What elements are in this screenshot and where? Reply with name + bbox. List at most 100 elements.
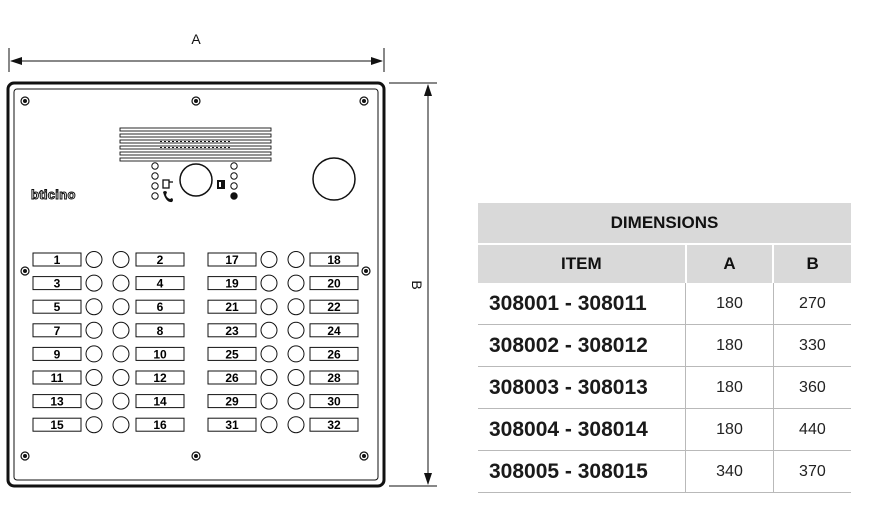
push-button-icon [112,345,130,363]
round-module [312,157,356,201]
call-button[interactable]: 25 [207,345,278,363]
push-button-icon [287,345,305,363]
call-button[interactable]: 19 [207,274,278,292]
call-button[interactable]: 23 [207,321,278,339]
call-button[interactable]: 16 [112,416,185,434]
push-button-icon [85,392,103,410]
table-row: 308002 - 308012 180 330 [478,324,851,367]
push-button-icon [287,251,305,268]
call-button[interactable]: 30 [287,392,359,410]
camera-module [151,162,238,203]
value-a: 180 [685,324,774,367]
screw-icon [359,451,369,461]
call-button[interactable]: 17 [207,251,278,268]
call-button[interactable]: 26 [207,369,278,386]
call-button-label: 23 [225,324,239,338]
table-row: 308004 - 308014 180 440 [478,408,851,451]
call-button[interactable]: 14 [112,392,185,410]
call-button[interactable]: 21 [207,298,278,316]
push-button-icon [260,251,278,268]
push-button-icon [260,321,278,339]
call-button[interactable]: 28 [287,369,359,386]
call-button[interactable]: 22 [287,298,359,316]
camera-lens-icon [179,163,213,197]
value-b: 370 [772,450,851,493]
push-button-icon [112,251,130,268]
screw-icon [191,451,201,461]
call-button-label: 1 [54,253,61,267]
call-button[interactable]: 10 [112,345,185,363]
push-button-icon [287,298,305,316]
dimension-b-label: B [409,280,425,289]
push-button-icon [287,274,305,292]
call-button-label: 4 [157,277,164,291]
call-button-label: 15 [50,418,64,432]
item-code: 308005 - 308015 [478,450,686,493]
call-button-label: 7 [54,324,61,338]
call-button[interactable]: 13 [32,392,103,410]
value-b: 360 [772,366,851,409]
push-button-icon [112,321,130,339]
value-a: 180 [685,283,774,325]
call-button[interactable]: 32 [287,416,359,434]
call-button-label: 10 [153,347,167,361]
header-a: A [684,244,774,283]
push-button-icon [85,369,103,386]
call-button-label: 14 [153,395,167,409]
call-button[interactable]: 15 [32,416,103,434]
call-button-label: 19 [225,277,239,291]
push-button-icon [85,251,103,268]
call-button-label: 5 [54,300,61,314]
push-button-icon [85,416,103,434]
call-button[interactable]: 12 [112,369,185,386]
push-button-icon [85,298,103,316]
value-b: 330 [772,324,851,367]
call-button[interactable]: 1 [32,251,103,268]
screw-icon [20,96,30,106]
push-button-icon [260,369,278,386]
call-button-label: 20 [327,277,341,291]
call-button[interactable]: 11 [32,369,103,386]
call-button[interactable]: 29 [207,392,278,410]
call-button[interactable]: 6 [112,298,185,316]
screw-icon [361,266,371,276]
value-b: 270 [772,283,851,325]
push-button-icon [85,321,103,339]
call-button-label: 26 [327,347,341,361]
value-a: 180 [685,408,774,451]
call-button[interactable]: 9 [32,345,103,363]
call-button-label: 17 [225,253,239,267]
screw-icon [359,96,369,106]
table-title: DIMENSIONS [478,203,851,245]
value-a: 180 [685,366,774,409]
call-button[interactable]: 5 [32,298,103,316]
brand-logo: bticino [31,187,76,202]
door-status-icon [217,180,225,189]
call-button[interactable]: 18 [287,251,359,268]
call-button[interactable]: 8 [112,321,185,339]
table-row: 308005 - 308015 340 370 [478,450,851,493]
call-button[interactable]: 7 [32,321,103,339]
call-button[interactable]: 20 [287,274,359,292]
push-button-icon [85,345,103,363]
call-button[interactable]: 26 [287,345,359,363]
call-button-label: 13 [50,395,64,409]
call-button-label: 12 [153,371,167,385]
call-button-label: 18 [327,253,341,267]
call-button-label: 21 [225,300,239,314]
call-button[interactable]: 4 [112,274,185,292]
call-button-label: 11 [51,371,64,385]
push-button-icon [287,321,305,339]
item-code: 308002 - 308012 [478,324,686,367]
call-button[interactable]: 31 [207,416,278,434]
push-button-icon [112,274,130,292]
push-button-icon [260,298,278,316]
call-button[interactable]: 24 [287,321,359,339]
call-button[interactable]: 2 [112,251,185,268]
call-button[interactable]: 3 [32,274,103,292]
push-button-icon [112,298,130,316]
push-button-icon [287,392,305,410]
